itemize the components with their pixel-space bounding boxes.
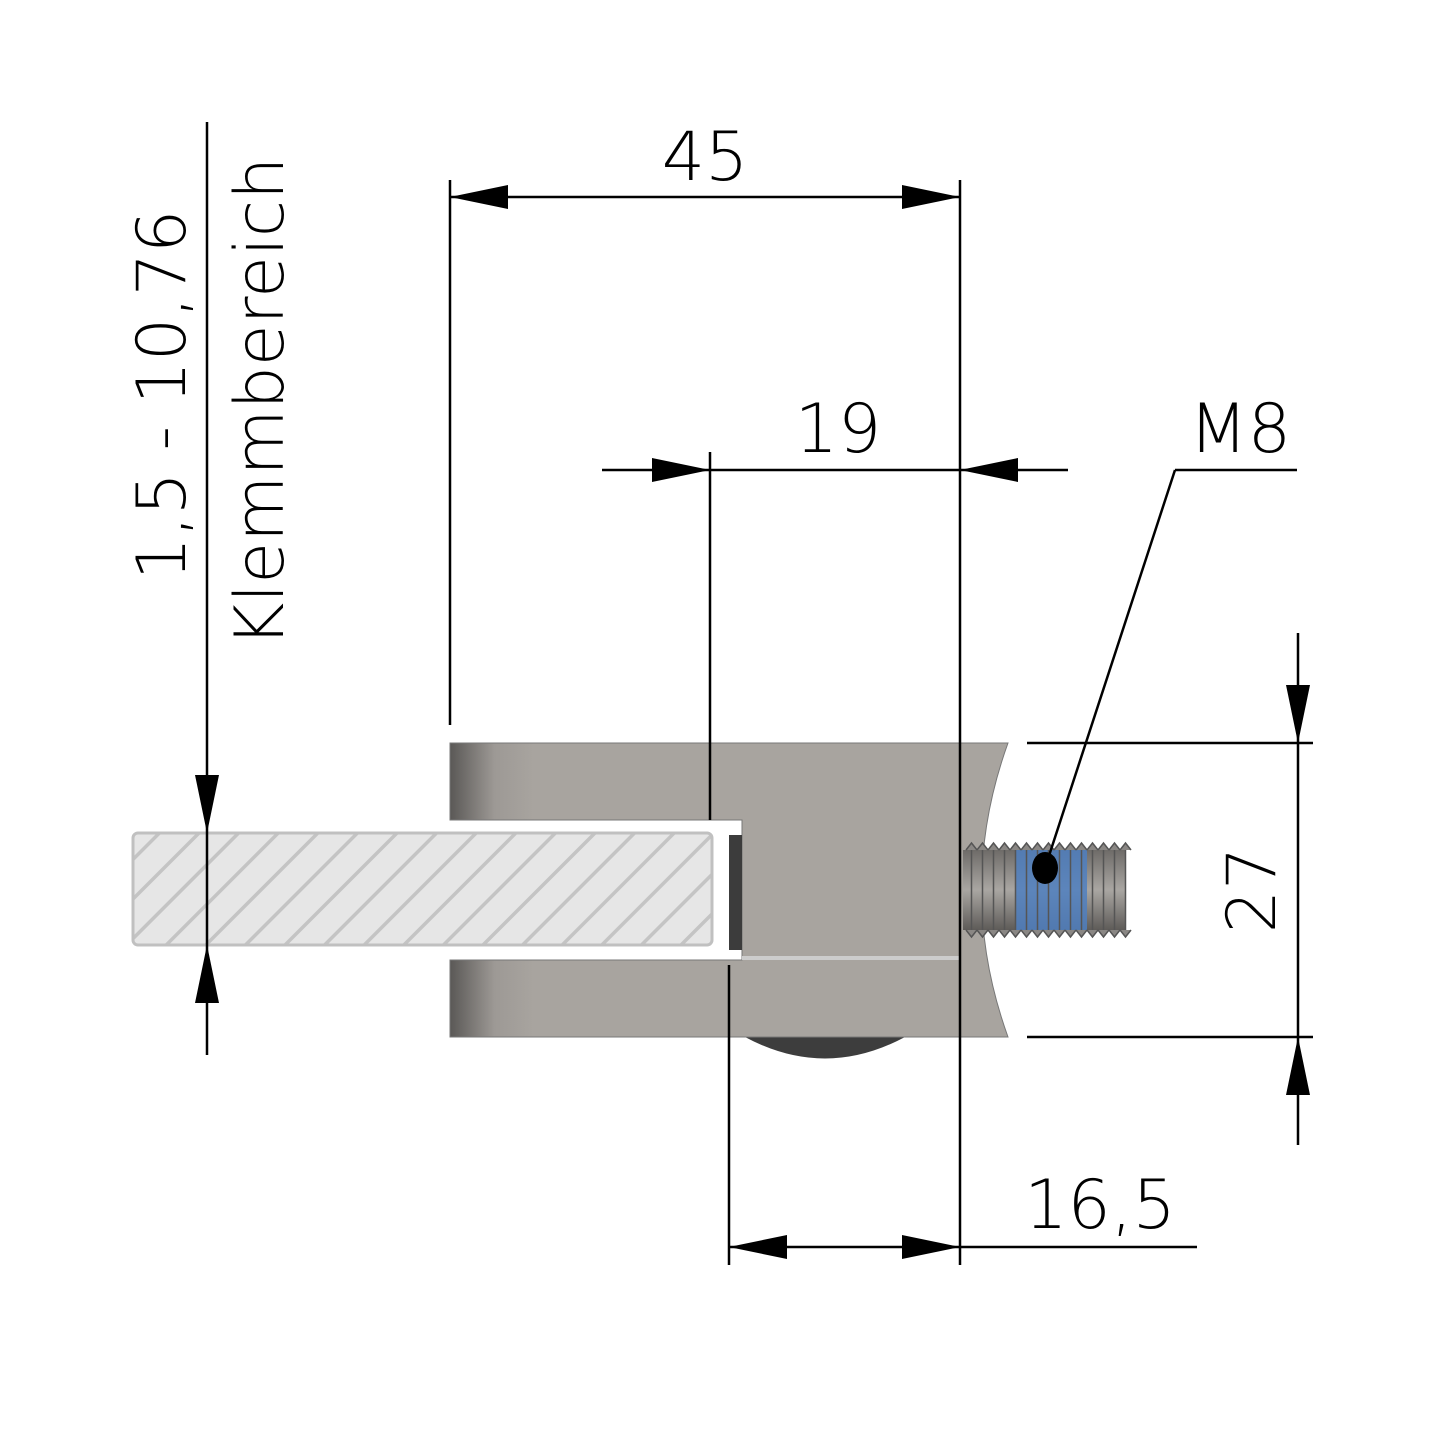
- thread-callout: M8: [1032, 390, 1297, 884]
- dimension-label-16-5: 16,5: [1024, 1166, 1175, 1245]
- dimension-label-19: 19: [795, 390, 882, 469]
- thread-tooth: [1108, 841, 1121, 939]
- rubber-pad: [729, 835, 742, 950]
- thread-tooth: [1119, 841, 1132, 939]
- dimension-label-45: 45: [662, 118, 749, 197]
- clamp-range-value: 1,5 - 10,76: [123, 210, 202, 581]
- dimension-27: 27: [1027, 633, 1313, 1145]
- glass-panel: [131, 831, 714, 947]
- thread-tooth: [998, 841, 1011, 939]
- dimension-45: 45: [448, 118, 962, 1265]
- clamp-range-label: Klemmbereich: [221, 157, 300, 647]
- thread-tooth: [1097, 841, 1110, 939]
- thread-tooth: [1086, 841, 1099, 939]
- thread-tooth: [1009, 841, 1022, 939]
- thread-tooth: [1053, 841, 1066, 939]
- dimension-19: 19: [602, 390, 1068, 820]
- thread-tooth: [1020, 841, 1033, 939]
- dimension-clamp-range: 1,5 - 10,76 Klemmbereich: [123, 122, 300, 1055]
- thread-tooth: [965, 841, 978, 939]
- thread-tooth: [987, 841, 1000, 939]
- thread-tooth: [1075, 841, 1088, 939]
- clamp-base-disk: [745, 1037, 905, 1059]
- dimension-16-5: 16,5: [727, 965, 1197, 1265]
- thread-tooth: [1064, 841, 1077, 939]
- thread-tooth: [976, 841, 989, 939]
- dimension-label-27: 27: [1213, 847, 1292, 934]
- thread-label-m8: M8: [1189, 390, 1291, 469]
